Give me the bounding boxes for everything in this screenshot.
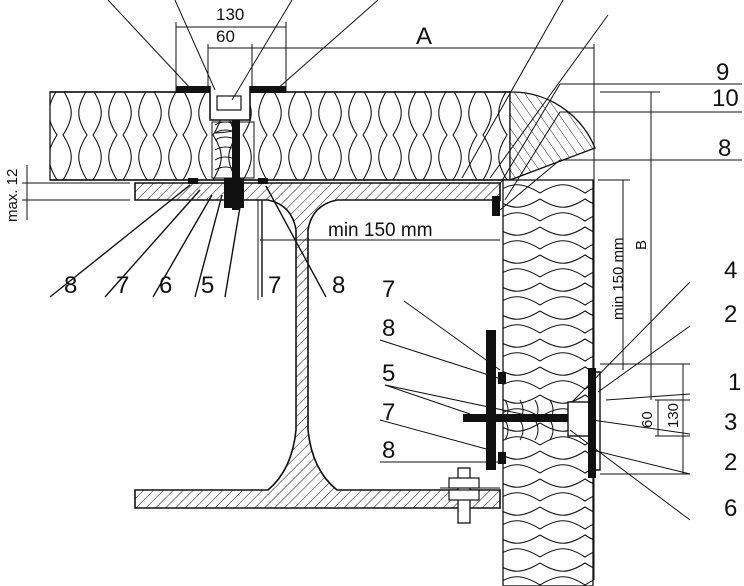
dim-a: A — [416, 23, 432, 50]
callout-right-lower-1: 4 — [724, 257, 737, 284]
callout-bottom-6: 8 — [332, 272, 345, 299]
dim-130-right: 130 — [665, 403, 682, 428]
dim-max12: max. 12 — [4, 169, 21, 222]
callout-right-upper-1: 9 — [716, 59, 729, 86]
dim-60-top: 60 — [216, 27, 235, 46]
callout-bottom-3: 6 — [159, 272, 172, 299]
callout-middle-1: 7 — [382, 276, 395, 303]
dim-min150-vertical: min 150 mm — [610, 237, 627, 320]
dimension-lines — [22, 22, 690, 580]
callout-right-lower-4: 3 — [724, 409, 737, 436]
callout-bottom-2: 7 — [116, 272, 129, 299]
callout-right-upper-2: 10 — [712, 85, 739, 112]
callout-right-lower-5: 2 — [724, 449, 737, 476]
steel-i-beam — [134, 182, 501, 509]
callout-middle-3: 5 — [382, 360, 395, 387]
wall-joint-fastener — [463, 196, 601, 478]
callout-right-lower-3: 1 — [728, 369, 741, 396]
callout-right-upper-3: 8 — [718, 135, 731, 162]
callout-middle-4: 7 — [382, 399, 395, 426]
dim-130-top: 130 — [216, 5, 244, 24]
leader-lines — [49, 0, 742, 521]
callout-bottom-1: 8 — [64, 272, 77, 299]
callout-right-lower-6: 6 — [724, 495, 737, 522]
callout-middle-5: 8 — [382, 437, 395, 464]
anchor-bolt — [440, 467, 500, 524]
dim-min150-horizontal: min 150 mm — [328, 220, 433, 241]
wall-insulation-panel — [502, 179, 594, 586]
callout-bottom-4: 5 — [201, 272, 214, 299]
top-insulation-panel — [49, 91, 596, 181]
callout-middle-2: 8 — [382, 315, 395, 342]
dim-60-right: 60 — [639, 411, 656, 428]
callout-bottom-5: 7 — [268, 272, 281, 299]
dim-b: B — [633, 240, 650, 250]
top-joint-fastener — [176, 86, 286, 210]
callout-right-lower-2: 2 — [724, 301, 737, 328]
